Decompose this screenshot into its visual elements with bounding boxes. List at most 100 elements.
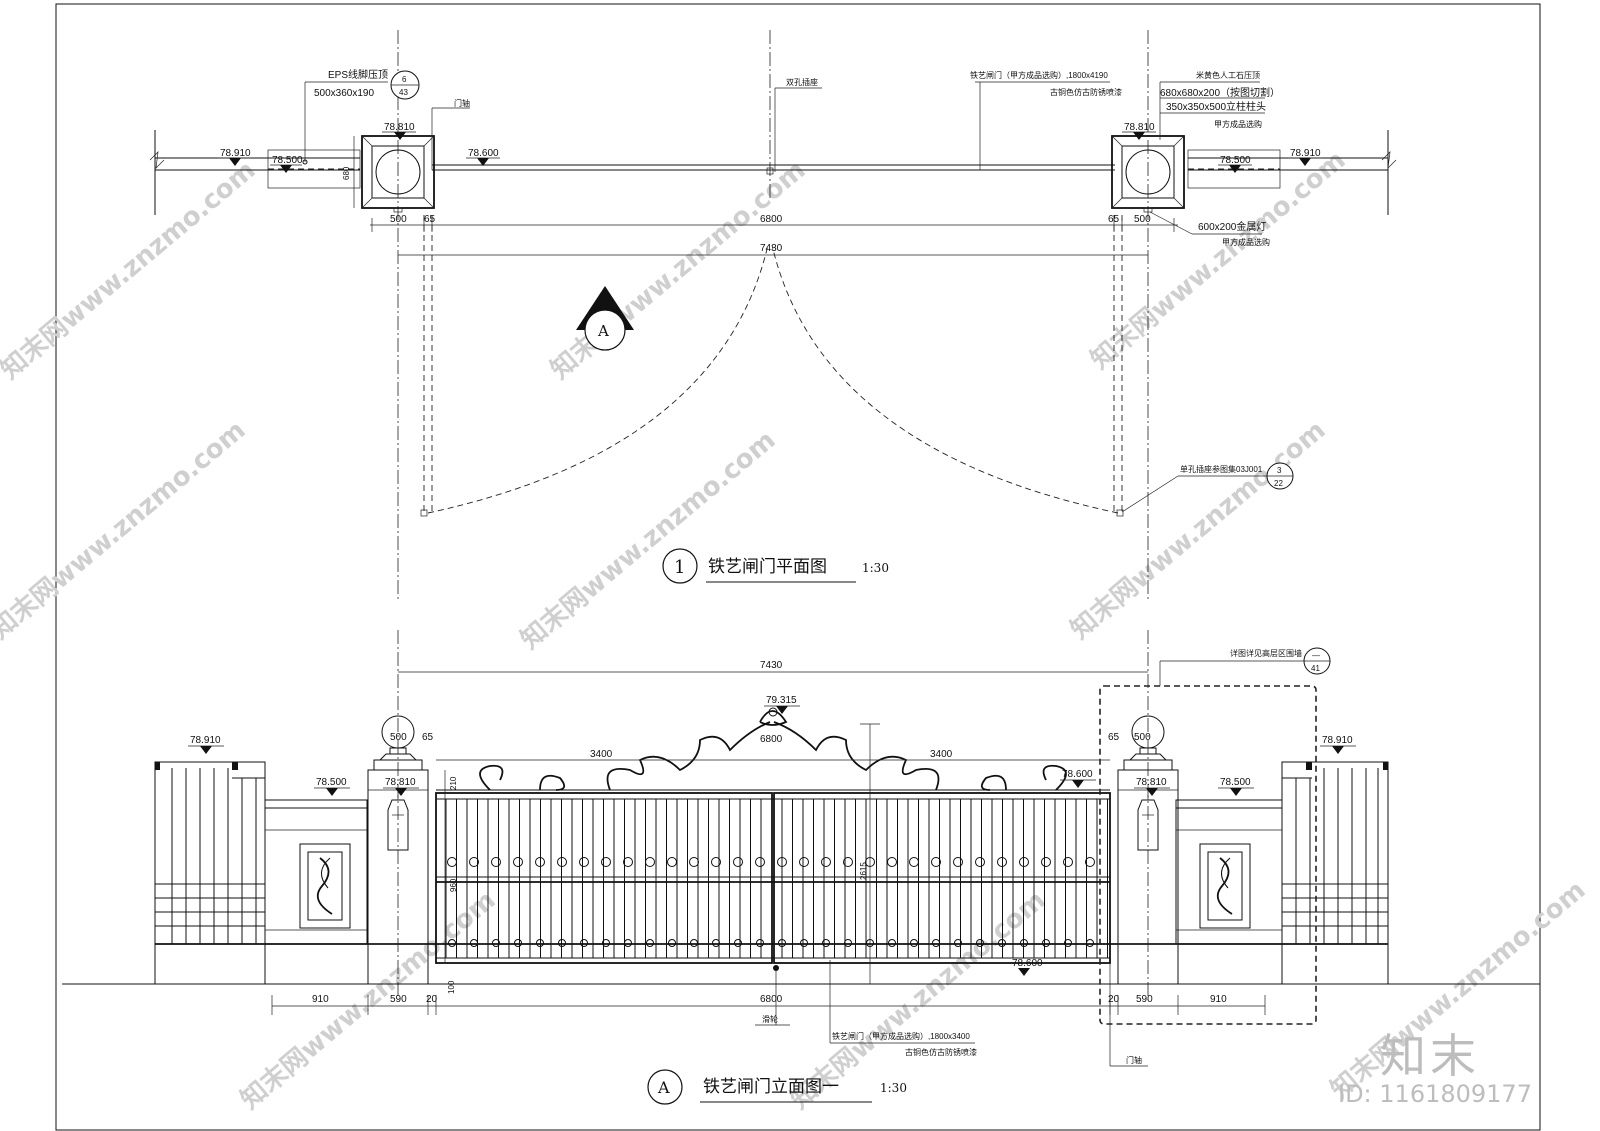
svg-text:铁艺闸门（甲方成品选购）,1800x3400: 铁艺闸门（甲方成品选购）,1800x3400	[832, 1031, 970, 1041]
watermark: 知末网www.znzmo.com	[515, 425, 781, 655]
elev-scale: 1:30	[880, 1081, 907, 1095]
elev-level-right-pier: 78.810	[1134, 777, 1170, 796]
elev-title: 铁艺闸门立面图一	[703, 1077, 839, 1097]
plan-note-stone: 米黄色人工石压顶 680x680x200（按图切割） 350x350x500立柱…	[1159, 70, 1280, 140]
svg-text:单孔插座参图集03J001: 单孔插座参图集03J001	[1180, 464, 1263, 474]
elev-dim-rail-mid: 960	[449, 878, 458, 892]
gate-rosette	[580, 939, 588, 947]
svg-text:78.810: 78.810	[1124, 122, 1155, 133]
svg-text:门轴: 门轴	[1126, 1055, 1142, 1065]
gate-rosette	[800, 939, 808, 947]
elev-level-right-gate: 78.600	[1060, 769, 1096, 788]
plan-section-marker: A	[576, 286, 634, 351]
svg-text:米黄色人工石压顶: 米黄色人工石压顶	[1196, 70, 1260, 80]
svg-text:78.910: 78.910	[1290, 148, 1321, 159]
svg-text:门轴: 门轴	[454, 98, 470, 108]
watermark-group: 知末网www.znzmo.com 知末网www.znzmo.com 知末网www…	[0, 145, 1591, 1115]
gate-rosette	[844, 939, 852, 947]
svg-text:78.500: 78.500	[316, 777, 347, 788]
elev-dim: 6800	[760, 994, 783, 1005]
watermark: 知末网www.znzmo.com	[1085, 145, 1351, 375]
plan-level-center: 78.600	[466, 148, 500, 166]
elev-level-left-wall: 78.910	[188, 735, 224, 754]
elev-dim: 910	[1210, 994, 1227, 1005]
gate-rosette	[733, 857, 743, 867]
sheet-border	[55, 3, 1541, 1131]
gate-rosette	[843, 857, 853, 867]
plan-note-gate: 铁艺闸门（甲方成品选购）,1800x4190 古铜色仿古防锈喷漆	[970, 70, 1122, 170]
plan-dim: 7430	[760, 243, 783, 254]
plan-dim: 65	[424, 214, 436, 225]
gate-rosette	[975, 857, 985, 867]
elev-left-fence-bars	[155, 768, 265, 944]
gate-rosette	[1064, 939, 1072, 947]
svg-text:78.500: 78.500	[1220, 155, 1251, 166]
elev-title-block: A 铁艺闸门立面图一 1:30	[647, 1069, 907, 1105]
gate-rosette	[976, 939, 984, 947]
gate-rosette	[469, 857, 479, 867]
svg-text:古铜色仿古防锈喷漆: 古铜色仿古防锈喷漆	[905, 1047, 977, 1057]
svg-text:78.500: 78.500	[1220, 777, 1251, 788]
gate-rosette	[1086, 939, 1094, 947]
gate-rosette	[646, 939, 654, 947]
gate-rosette	[601, 857, 611, 867]
gate-rosette	[514, 939, 522, 947]
gate-rosette	[623, 857, 633, 867]
gate-rosette	[448, 939, 456, 947]
elev-level-right-mid: 78.500	[1218, 777, 1254, 796]
elev-level-ground: 78.600	[1012, 958, 1043, 976]
gate-rosette	[888, 939, 896, 947]
plan-note-socket: 双孔插座	[774, 77, 822, 172]
plan-level-right-inner: 78.500	[1218, 155, 1252, 173]
elev-number: A	[657, 1078, 670, 1097]
gate-rosette	[1063, 857, 1073, 867]
elev-dim-overall: 7430	[760, 660, 783, 671]
gate-rosette	[536, 939, 544, 947]
elev-left-pier	[367, 715, 429, 985]
gate-rosette	[557, 857, 567, 867]
gate-rosette	[756, 939, 764, 947]
svg-text:3: 3	[1277, 466, 1282, 475]
plan-level-left-pier: 78.810	[382, 122, 416, 140]
gate-rosette	[910, 939, 918, 947]
svg-text:78.810: 78.810	[385, 777, 416, 788]
elev-right-pier	[1117, 715, 1179, 985]
plan-view: 680 78.910 78.500 78.810 78.600	[149, 30, 1397, 600]
svg-text:680x680x200（按图切割）: 680x680x200（按图切割）	[1160, 86, 1280, 99]
svg-text:EPS线脚压顶: EPS线脚压顶	[328, 68, 388, 81]
gate-rosette	[711, 857, 721, 867]
plan-scale: 1:30	[862, 561, 889, 575]
svg-text:500x360x190: 500x360x190	[314, 88, 374, 99]
elev-right-fence-bars	[1282, 768, 1388, 944]
gate-rosette	[777, 857, 787, 867]
gate-rosette	[690, 939, 698, 947]
elev-note-wheel: 滑轮	[755, 965, 790, 1026]
gate-rosette	[953, 857, 963, 867]
gate-rosette	[932, 939, 940, 947]
svg-text:22: 22	[1274, 479, 1283, 488]
elev-dim-center: 6800	[760, 734, 783, 745]
elev-dim-leaf-left: 3400	[590, 749, 613, 760]
plan-dim: 6800	[760, 214, 783, 225]
svg-text:详图详见高层区围墙: 详图详见高层区围墙	[1230, 648, 1302, 658]
elev-dim-gap-left: 65	[422, 732, 434, 743]
svg-text:78.910: 78.910	[190, 735, 221, 746]
gate-rosette	[624, 939, 632, 947]
gate-rosette	[821, 857, 831, 867]
gate-rosette	[492, 939, 500, 947]
svg-text:78.810: 78.810	[384, 122, 415, 133]
elev-note-detail: 详图详见高层区围墙 — 41	[1159, 647, 1331, 686]
plan-dim: 500	[1134, 214, 1151, 225]
gate-rosette	[909, 857, 919, 867]
plan-level-right-pier: 78.810	[1122, 122, 1156, 140]
svg-text:滑轮: 滑轮	[762, 1014, 778, 1024]
gate-rosette	[1020, 939, 1028, 947]
corner-logo: 知末	[1380, 1029, 1480, 1083]
svg-text:甲方成品选购: 甲方成品选购	[1222, 237, 1270, 247]
elev-dim: 910	[312, 994, 329, 1005]
elev-level-left-pier: 78.810	[383, 777, 419, 796]
plan-note-lamp: 600x200金属灯 甲方成品选购	[1149, 211, 1270, 247]
svg-text:78.600: 78.600	[1062, 769, 1093, 780]
elev-dim-pier-left: 500	[390, 732, 407, 743]
svg-text:79.315: 79.315	[766, 695, 797, 706]
